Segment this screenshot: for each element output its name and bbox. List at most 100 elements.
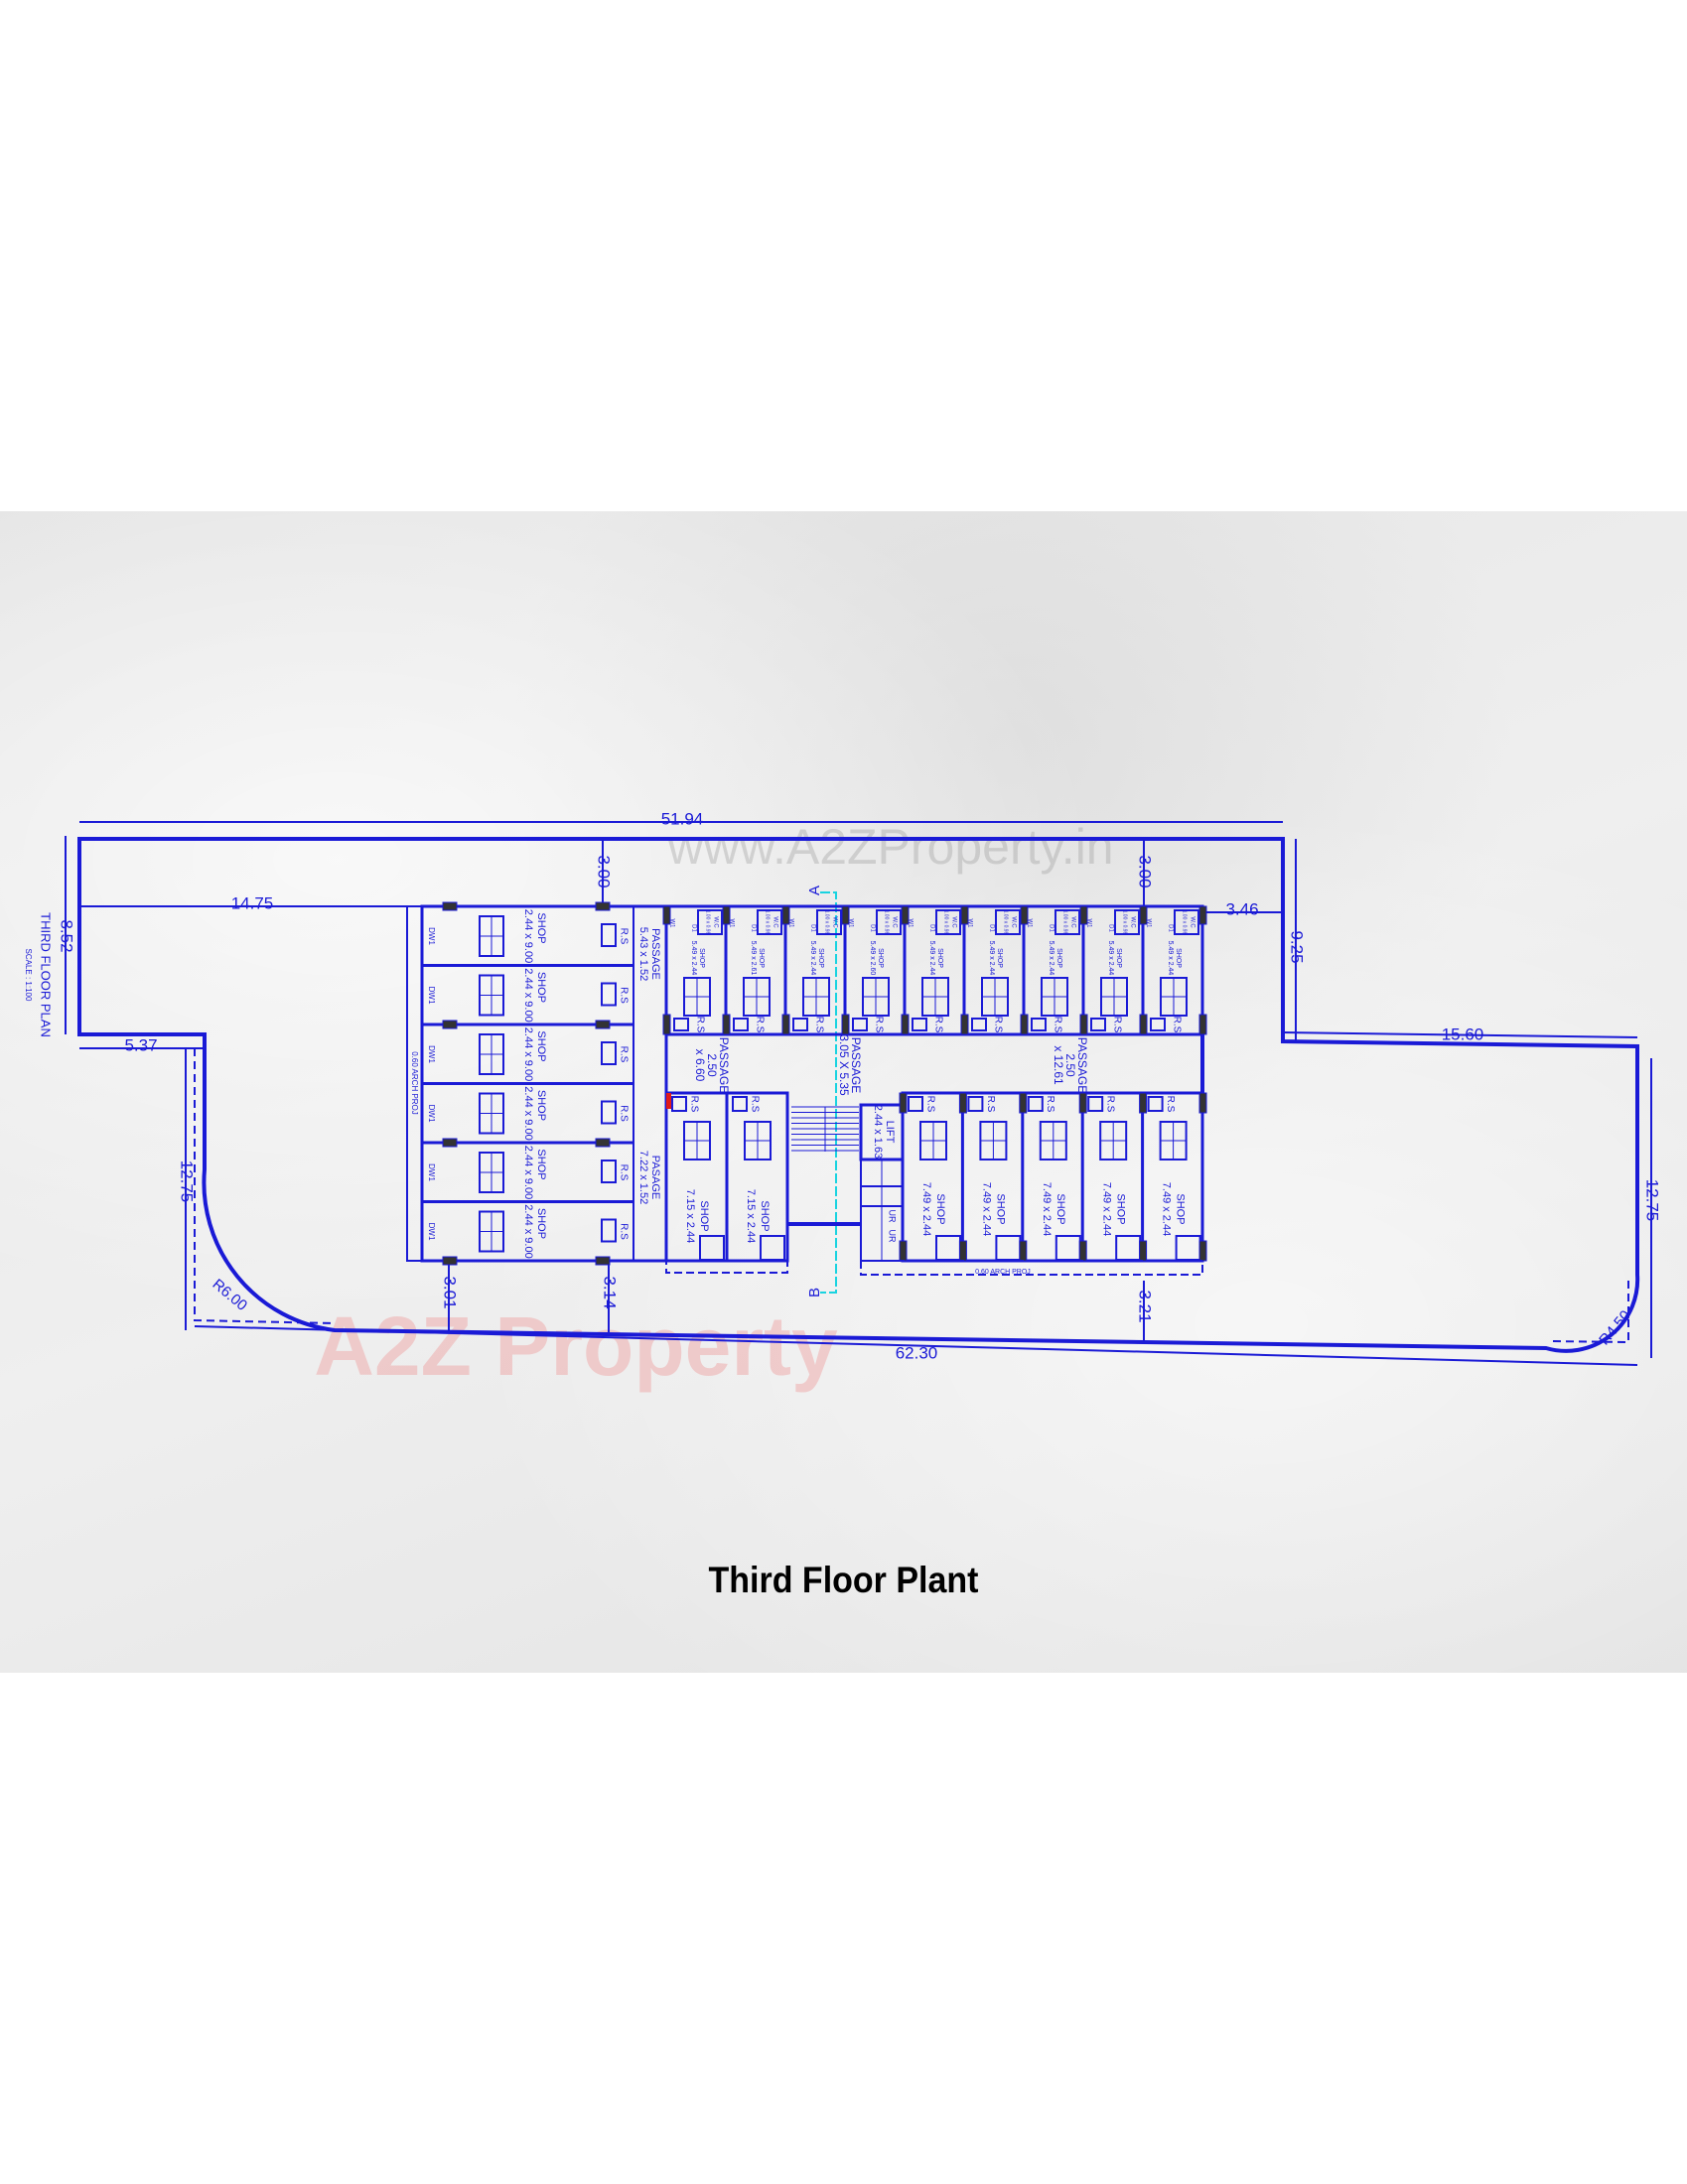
rs-box: [852, 1018, 868, 1031]
rs-label: R.S: [618, 1046, 629, 1063]
column: [1139, 1240, 1148, 1262]
rs-label: R.S: [924, 1096, 935, 1113]
wc-box: [699, 1235, 725, 1261]
wc-label: W.C: [1069, 916, 1075, 928]
wc-box: [1175, 1235, 1201, 1261]
wc-label: W.C: [950, 916, 956, 928]
door-label: D1: [988, 924, 994, 932]
projection-label: 0.60 ARCH PROJ: [410, 1051, 419, 1115]
rs-box: [671, 1096, 687, 1112]
wc-box: [935, 1235, 961, 1261]
rs-label: R.S: [618, 1164, 629, 1181]
column: [899, 1092, 908, 1114]
section-mark-a: A: [806, 886, 823, 895]
shop-size: 2.44 x 9.00: [522, 909, 534, 963]
wc-label: W.C: [1129, 916, 1135, 928]
shop-size: 2.44 x 9.00: [522, 1146, 534, 1199]
dimension-setback-right: 3.00: [1136, 855, 1155, 887]
column: [1079, 1014, 1088, 1035]
rs-label: R.S: [873, 1017, 884, 1033]
wc-box: [1174, 909, 1199, 935]
dimension-bottom-2: 3.14: [601, 1276, 620, 1308]
wc-label: W.C: [1189, 916, 1195, 928]
shop-size: 5.49 x 2.44: [928, 941, 935, 976]
column: [1020, 905, 1029, 925]
rs-label: R.S: [1105, 1096, 1116, 1113]
shop-name: SHOP: [994, 1193, 1006, 1224]
rs-box: [908, 1096, 923, 1112]
rs-label: R.S: [618, 928, 629, 945]
shop-size: 7.49 x 2.44: [1100, 1182, 1112, 1236]
rs-label: R.S: [618, 987, 629, 1004]
shop-name: SHOP: [936, 948, 943, 968]
plan-label: THIRD FLOOR PLAN: [39, 912, 54, 1037]
wc-box: [995, 909, 1021, 935]
rs-box: [673, 1018, 689, 1031]
wc-size: 1.00 x 0.98: [824, 910, 830, 935]
shop-size: 7.15 x 2.44: [684, 1189, 696, 1243]
door-label: DW1: [427, 1223, 436, 1241]
dimension-setback-left: 3.00: [595, 855, 614, 887]
wc-size: 1.00 x 0.98: [765, 910, 771, 935]
page-title: Third Floor Plant: [708, 1560, 979, 1601]
rs-box: [1027, 1096, 1044, 1112]
wc-size: 1.00 x 0.98: [1003, 910, 1009, 935]
column: [662, 905, 671, 925]
shop-size: 5.49 x 2.61: [750, 941, 757, 976]
wc-size: 1.00 x 0.98: [1182, 910, 1188, 935]
passage-size: 5.43 x 1.52: [637, 927, 649, 981]
wc-box: [876, 909, 902, 935]
door-label: D1: [1107, 924, 1113, 932]
wc-size: 1.00 x 0.98: [1062, 910, 1068, 935]
shop-size: 5.49 x 2.44: [1048, 941, 1054, 976]
wc-size: 1.00 x 0.98: [884, 910, 890, 935]
column: [781, 905, 790, 925]
shop-size: 7.49 x 2.44: [920, 1182, 932, 1236]
shop-name: SHOP: [1055, 948, 1062, 968]
rs-label: R.S: [688, 1096, 699, 1113]
wc-size: 1.00 x 0.98: [1122, 910, 1128, 935]
section-line: [820, 891, 837, 1294]
column: [595, 1256, 611, 1266]
column: [901, 905, 910, 925]
rs-box: [1147, 1096, 1164, 1112]
rs-box: [601, 982, 617, 1007]
dimension-left-step: 5.37: [124, 1035, 157, 1054]
passage-size: 2.50: [1063, 1053, 1077, 1077]
shop-name: SHOP: [535, 1030, 547, 1061]
lift-label: LIFT: [884, 1121, 896, 1144]
shop-name: SHOP: [934, 1193, 946, 1224]
rs-label: R.S: [1165, 1096, 1176, 1113]
textured-background: [0, 511, 1687, 1673]
wc-box: [697, 909, 723, 935]
shop-size: 7.15 x 2.44: [745, 1189, 757, 1243]
rs-label: R.S: [932, 1017, 943, 1033]
column: [442, 1256, 458, 1266]
column: [1019, 1240, 1028, 1262]
urinal-label: UR: [888, 1210, 898, 1223]
column: [1019, 1092, 1028, 1114]
dimension-right-offset: 3.46: [1225, 899, 1258, 918]
column: [595, 901, 611, 911]
column: [1020, 1014, 1029, 1035]
shop-name: SHOP: [535, 1090, 547, 1121]
passage-size: x 12.61: [1052, 1045, 1065, 1085]
shop-name: SHOP: [877, 948, 884, 968]
wc-label: W.C: [772, 916, 777, 928]
column: [442, 1020, 458, 1029]
shop-name: SHOP: [1175, 1193, 1187, 1224]
shop-name: SHOP: [535, 912, 547, 943]
dimension-right-step: 15.60: [1442, 1024, 1484, 1043]
window-label: W1: [1145, 919, 1151, 929]
arch-projection: [860, 1260, 1203, 1276]
passage-name: PASSAGE: [1075, 1037, 1089, 1093]
window-label: W1: [668, 919, 674, 929]
wc-label: W.C: [712, 916, 718, 928]
wc-box: [1114, 909, 1140, 935]
column: [595, 1138, 611, 1148]
dimension-bottom-3: 3.21: [1136, 1290, 1155, 1322]
rs-box: [1031, 1018, 1047, 1031]
window-label: W1: [787, 919, 793, 929]
